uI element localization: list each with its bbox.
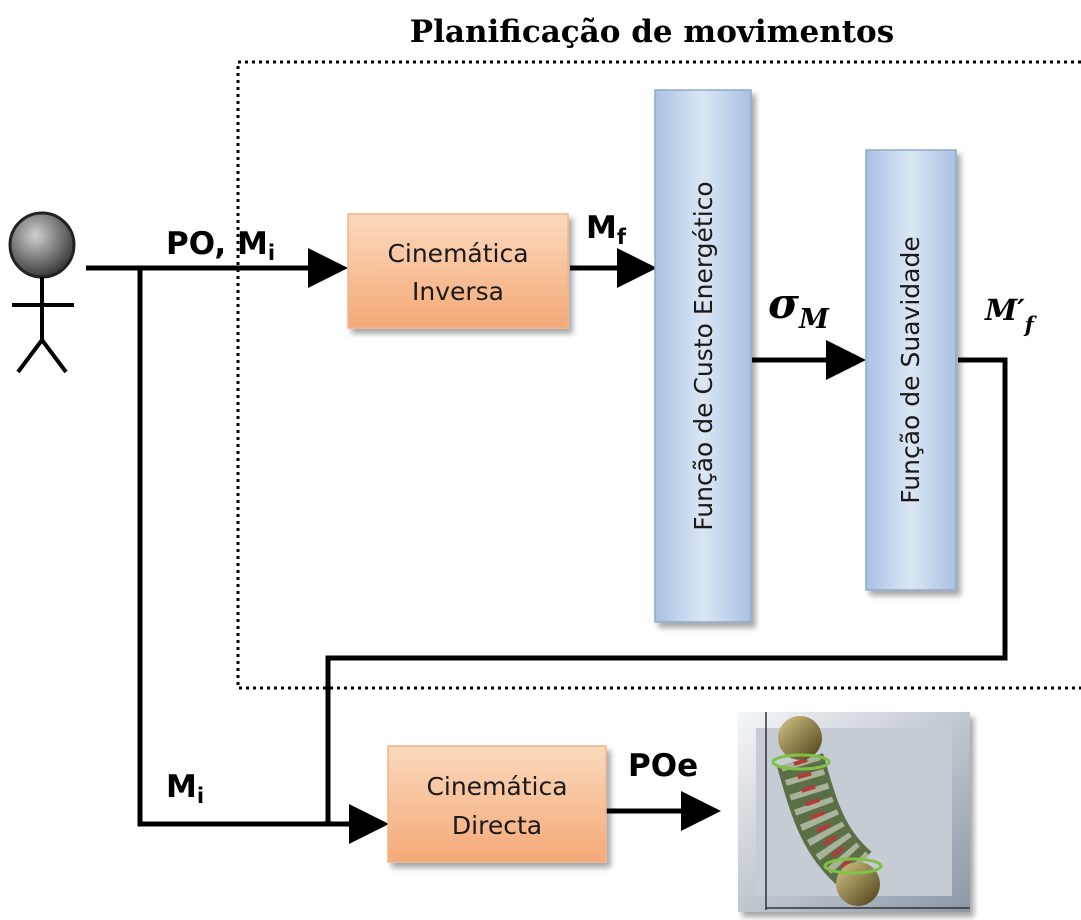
mf-label: Mf <box>586 210 627 249</box>
sigma-label-main: σ <box>768 279 799 328</box>
smoothness-function-label: Função de Suavidade <box>896 236 925 503</box>
input-label-sub: i <box>268 241 275 265</box>
mi-branch-line <box>137 268 389 844</box>
mi-lower-label-main: M <box>166 769 197 805</box>
feedback-line <box>325 357 1008 824</box>
planning-region-boundary <box>236 60 1081 690</box>
input-label: PO, Mi <box>166 226 275 265</box>
mf-prime-label: M′f <box>984 293 1038 337</box>
mf-prime-label-main: M′ <box>984 293 1025 327</box>
output-label: POe <box>628 748 698 784</box>
direct-kinematics-block: Cinemática Directa <box>387 745 607 863</box>
mf-prime-label-sub: f <box>1023 312 1038 337</box>
inverse-kinematics-block: Cinemática Inversa <box>347 213 569 329</box>
direct-kinematics-line2: Directa <box>452 811 542 840</box>
sigma-label: σM <box>768 279 830 335</box>
energy-cost-function-label: Função de Custo Energético <box>689 181 718 530</box>
inverse-kinematics-line2: Inversa <box>412 277 504 306</box>
energy-cost-function-block: Função de Custo Energético <box>654 89 752 623</box>
input-label-main: PO, M <box>166 226 268 262</box>
user-stick-figure-icon <box>8 211 76 374</box>
smoothness-function-block: Função de Suavidade <box>865 149 957 591</box>
robot-3d-render-icon <box>738 712 970 912</box>
inverse-kinematics-line1: Cinemática <box>387 239 528 268</box>
mf-label-main: M <box>586 210 617 246</box>
mi-lower-label: Mi <box>166 769 204 808</box>
diagram-title: Planificação de movimentos <box>410 14 894 50</box>
direct-kinematics-line1: Cinemática <box>426 772 567 801</box>
connectors <box>86 248 1008 844</box>
mf-label-sub: f <box>617 225 627 249</box>
sigma-label-sub: M <box>798 304 830 335</box>
mi-lower-label-sub: i <box>197 784 204 808</box>
